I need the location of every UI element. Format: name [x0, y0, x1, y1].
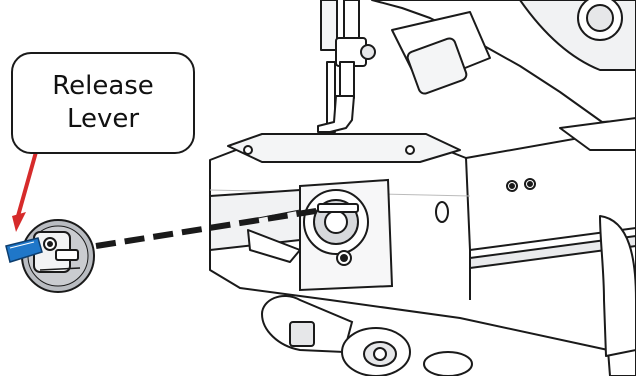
- callout-leader-line: [12, 152, 36, 232]
- callout-line-2: Lever: [67, 103, 139, 136]
- machine-upper-arm: [372, 0, 636, 122]
- bobbin-case: [22, 220, 94, 292]
- release-lever-callout: Release Lever: [11, 52, 195, 154]
- callout-line-1: Release: [52, 70, 154, 103]
